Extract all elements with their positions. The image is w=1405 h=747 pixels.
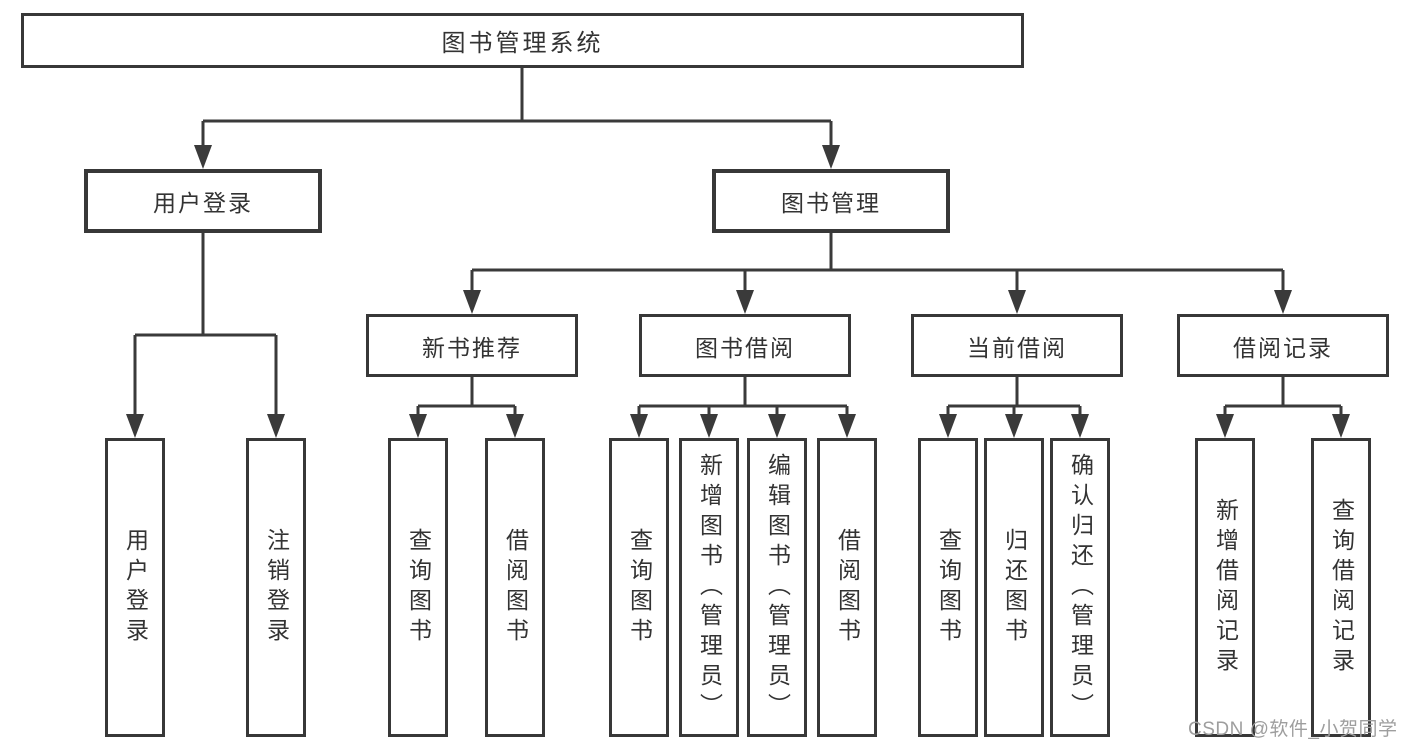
leaf-return-books: 归还图书: [984, 438, 1044, 737]
node-borrow-records: 借阅记录: [1177, 314, 1389, 377]
node-current-borrow: 当前借阅: [911, 314, 1123, 377]
node-root-library-system: 图书管理系统: [21, 13, 1024, 68]
node-book-borrow: 图书借阅: [639, 314, 851, 377]
leaf-borrow-books: 借阅图书: [817, 438, 877, 737]
node-book-management: 图书管理: [712, 169, 950, 233]
leaf-confirm-return-admin: 确认归还（管理员）: [1050, 438, 1110, 737]
leaf-user-login: 用户登录: [105, 438, 165, 737]
leaf-borrow-books-recommend: 借阅图书: [485, 438, 545, 737]
leaf-add-books-admin: 新增图书（管理员）: [679, 438, 739, 737]
csdn-watermark: CSDN @软件_小贺同学: [1188, 719, 1398, 740]
leaf-add-borrow-record: 新增借阅记录: [1195, 438, 1255, 737]
leaf-edit-books-admin: 编辑图书（管理员）: [747, 438, 807, 737]
leaf-query-books-borrow: 查询图书: [609, 438, 669, 737]
node-new-book-recommend: 新书推荐: [366, 314, 578, 377]
leaf-logout: 注销登录: [246, 438, 306, 737]
leaf-query-books-current: 查询图书: [918, 438, 978, 737]
leaf-query-borrow-record: 查询借阅记录: [1311, 438, 1371, 737]
leaf-query-books-recommend: 查询图书: [388, 438, 448, 737]
node-user-login: 用户登录: [84, 169, 322, 233]
